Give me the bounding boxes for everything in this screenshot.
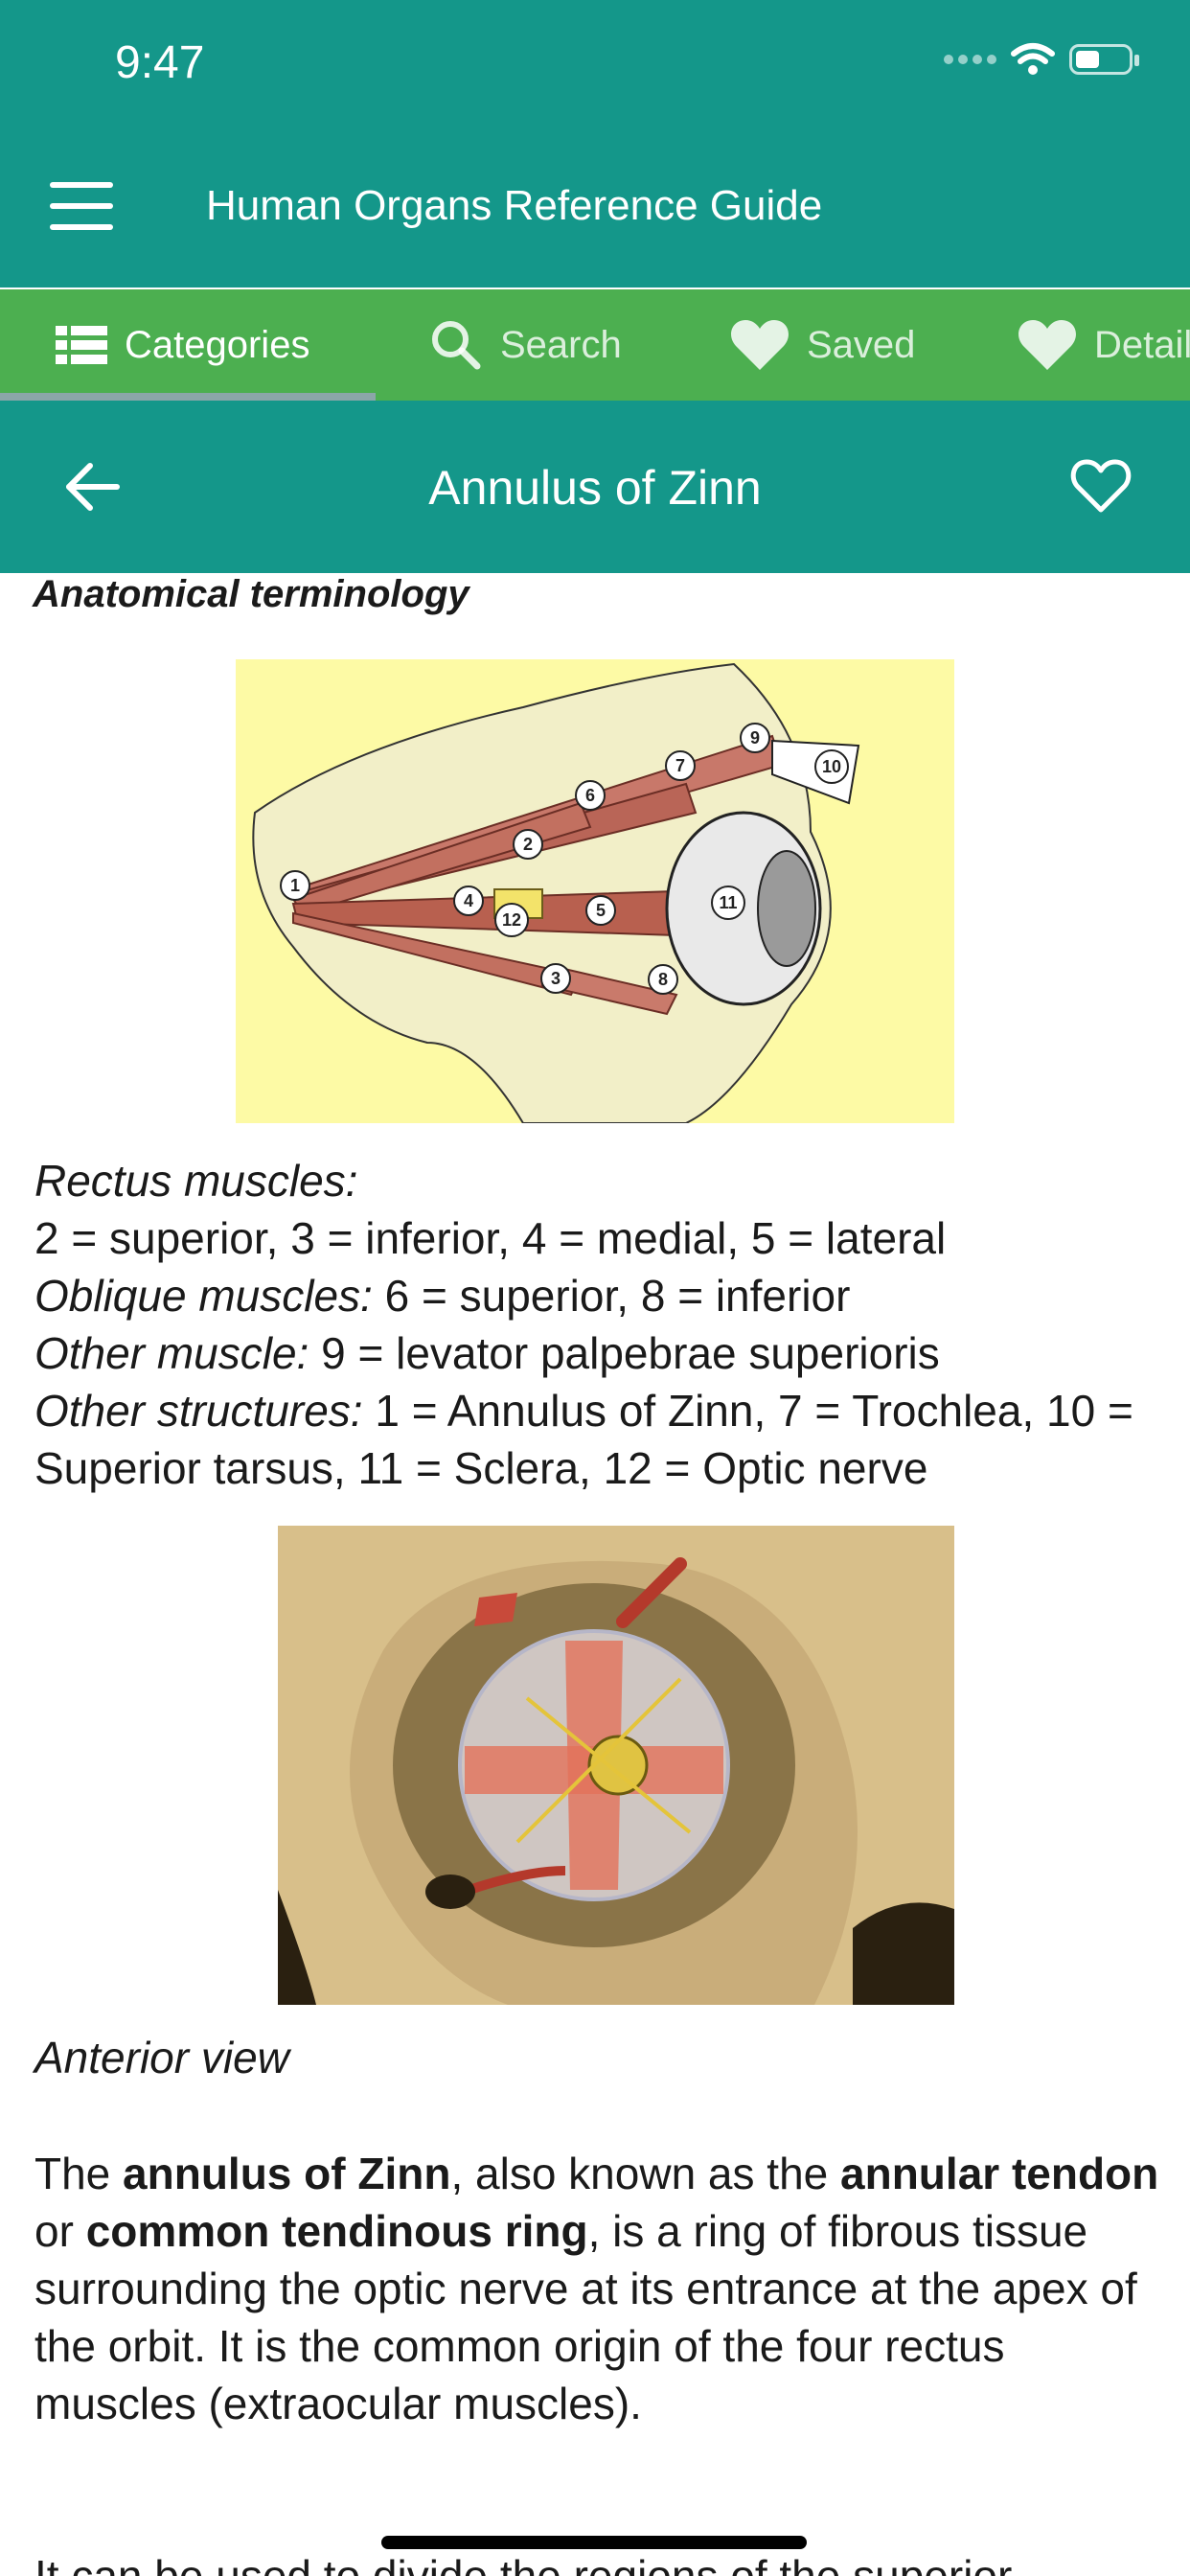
caption-label: Other structures:: [34, 1386, 363, 1436]
menu-button[interactable]: [50, 182, 113, 230]
tab-details[interactable]: Details: [1018, 289, 1190, 401]
caption-text: 2 = superior, 3 = inferior, 4 = medial, …: [34, 1213, 947, 1263]
fig-label: 1: [290, 876, 300, 895]
article-content: Anatomical terminology 1 2 3: [0, 573, 1190, 2576]
detail-title: Annulus of Zinn: [428, 461, 762, 515]
figure-caption-anterior: Anterior view: [34, 2033, 289, 2082]
fig-label: 4: [464, 891, 473, 910]
caption-label: Rectus muscles:: [34, 1156, 358, 1206]
signal-icon: [944, 55, 996, 64]
tab-label: Search: [500, 323, 622, 366]
home-indicator[interactable]: [381, 2536, 807, 2549]
tab-label: Details: [1094, 323, 1190, 366]
heart-icon: [731, 320, 789, 370]
tab-label: Saved: [807, 323, 916, 366]
battery-icon: [1069, 44, 1139, 75]
paragraph-bold: annulus of Zinn: [123, 2149, 451, 2198]
detail-header: Annulus of Zinn: [0, 401, 1190, 573]
figure-caption: Rectus muscles: 2 = superior, 3 = inferi…: [34, 1152, 1165, 1497]
fig-label: 6: [585, 786, 595, 805]
fig-label: 3: [551, 969, 561, 988]
paragraph-text: , is a ring of fibrous tissue surroundin…: [34, 2206, 1137, 2428]
tab-search[interactable]: Search: [429, 289, 622, 401]
anterior-view-illustration: [278, 1526, 954, 2005]
extraocular-muscles-figure: 1 2 3 4 5 6 7 8 9 10 11 12: [236, 659, 954, 1124]
status-and-app-bar: [0, 0, 1190, 288]
search-icon: [432, 321, 481, 370]
fig-label: 2: [523, 835, 533, 854]
favorite-heart-icon[interactable]: [1069, 456, 1133, 516]
caption-text: 9 = levator palpebrae superioris: [309, 1328, 940, 1378]
anterior-view-figure: [278, 1526, 954, 2005]
list-icon: [56, 326, 107, 364]
muscles-illustration: 1 2 3 4 5 6 7 8 9 10 11 12: [236, 659, 954, 1124]
article-paragraph: The annulus of Zinn, also known as the a…: [34, 2145, 1165, 2432]
tab-label: Categories: [125, 323, 310, 366]
paragraph-text: The: [34, 2149, 124, 2198]
fig-label: 9: [750, 728, 760, 748]
article-paragraph-2: It can be used to divide the regions of …: [34, 2551, 1013, 2576]
fig-label: 7: [675, 756, 685, 775]
wifi-icon: [1011, 43, 1055, 75]
fig-label: 10: [822, 757, 841, 776]
fig-label: 11: [719, 893, 737, 912]
back-arrow-icon[interactable]: [61, 458, 123, 516]
fig-label: 8: [658, 970, 668, 989]
app-title: Human Organs Reference Guide: [206, 182, 823, 229]
tab-saved[interactable]: Saved: [730, 289, 915, 401]
tab-bar: Categories Search Saved Details: [0, 289, 1190, 401]
terminology-heading: Anatomical terminology: [33, 573, 469, 615]
caption-label: Other muscle:: [34, 1328, 309, 1378]
caption-text: 6 = superior, 8 = inferior: [372, 1271, 851, 1321]
paragraph-text: , also known as the: [450, 2149, 841, 2198]
caption-label: Oblique muscles:: [34, 1271, 373, 1321]
status-time: 9:47: [115, 37, 205, 88]
fig-label: 12: [502, 910, 521, 930]
caption-text: 1 = Annulus of Zinn, 7 = Trochlea, 10 = …: [34, 1386, 1133, 1493]
paragraph-bold: annular tendon: [840, 2149, 1159, 2198]
paragraph-text: or: [34, 2206, 86, 2256]
fig-label: 5: [596, 901, 606, 920]
heart-icon: [1018, 320, 1076, 370]
paragraph-bold: common tendinous ring: [85, 2206, 588, 2256]
tab-categories[interactable]: Categories: [56, 289, 309, 401]
status-icons: [944, 42, 1139, 77]
active-tab-indicator: [0, 393, 376, 401]
